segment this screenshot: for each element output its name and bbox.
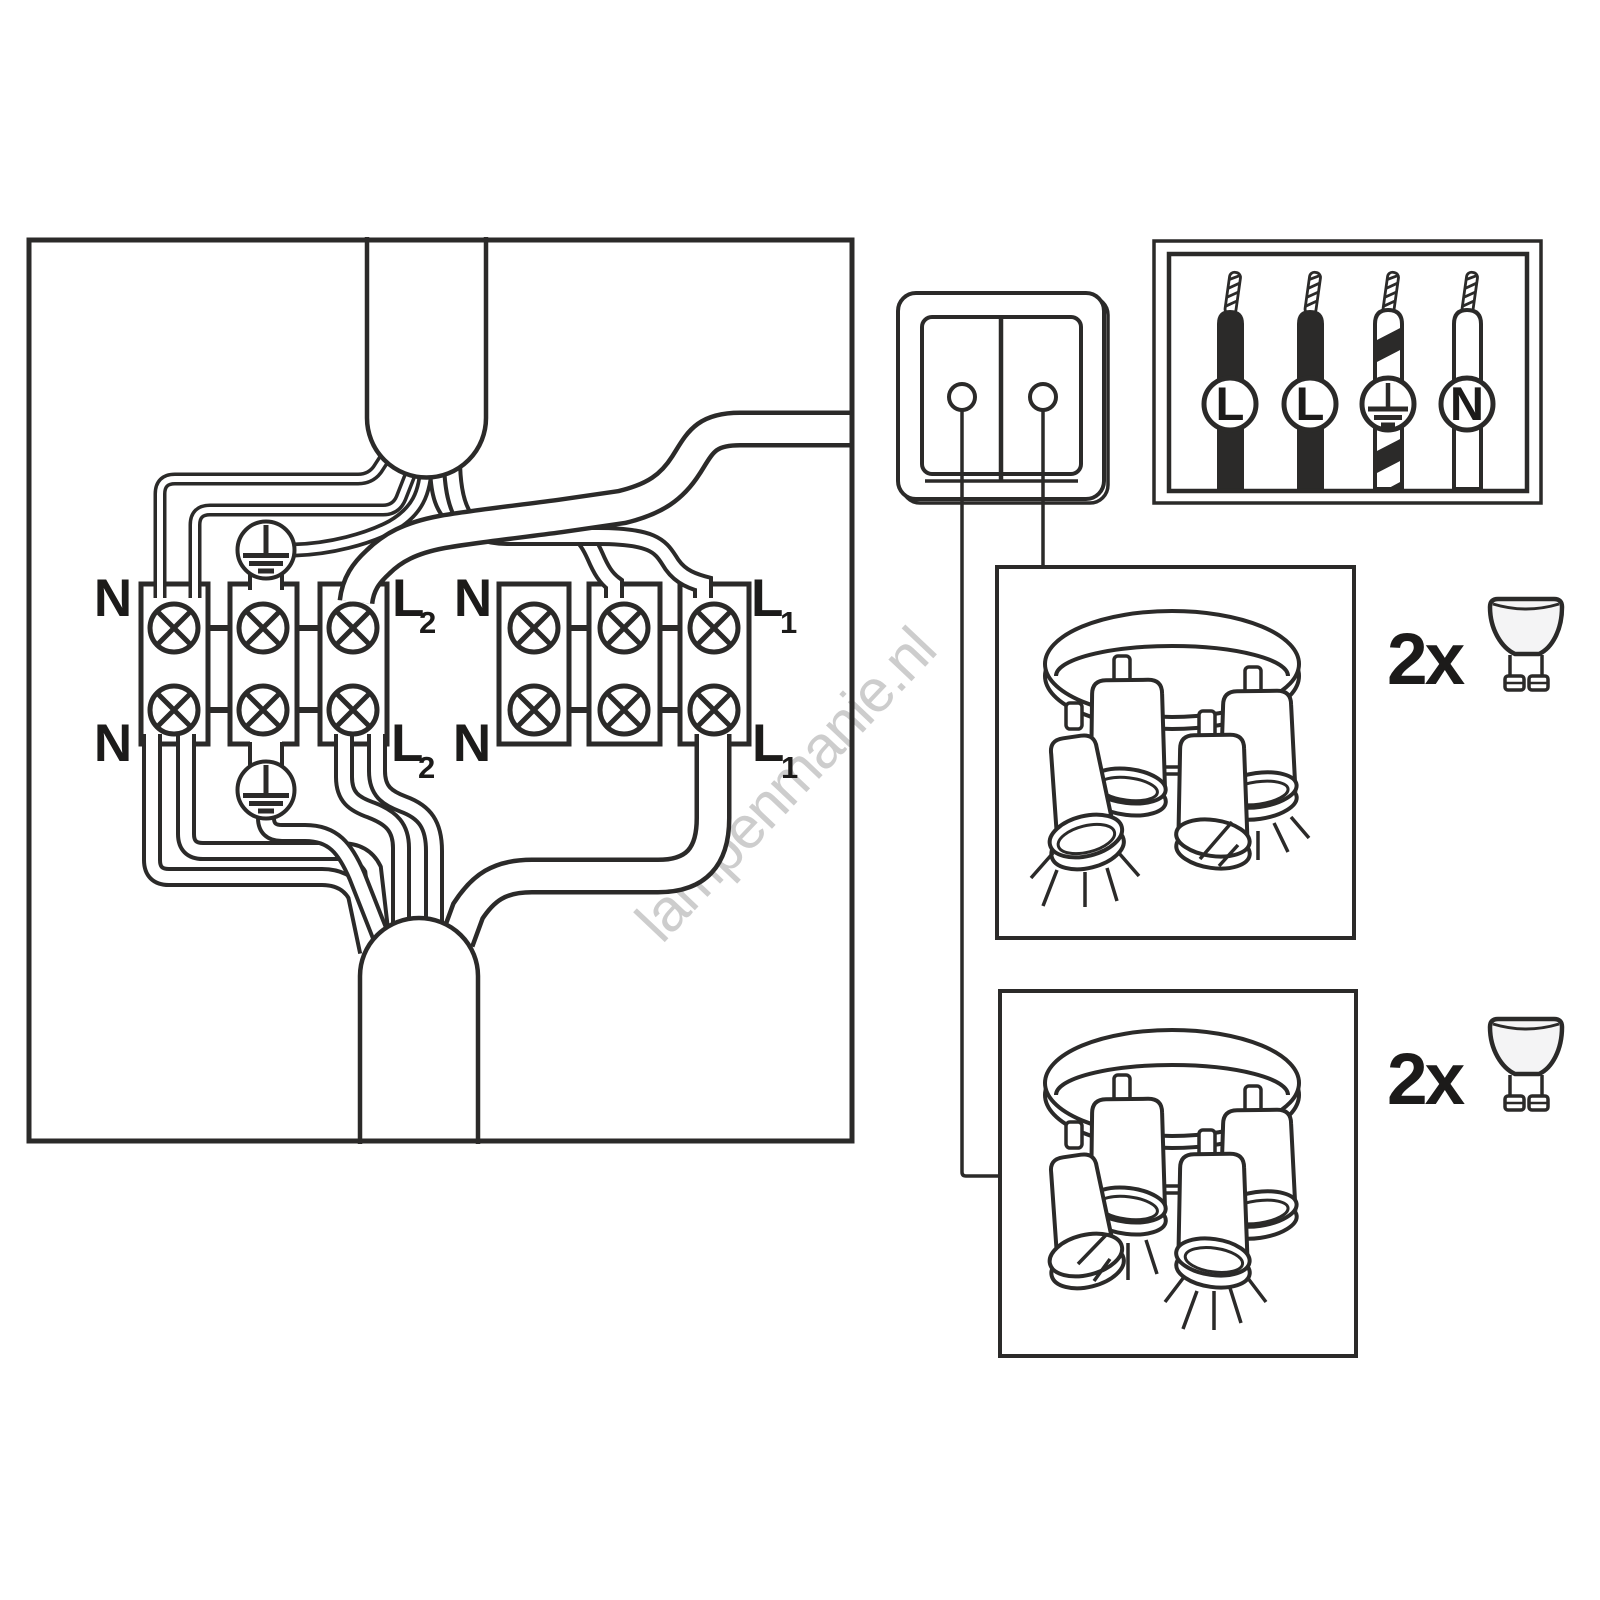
svg-text:2x: 2x: [1387, 1039, 1466, 1120]
svg-text:N: N: [94, 569, 132, 628]
svg-text:N: N: [94, 714, 132, 773]
svg-text:1: 1: [780, 605, 797, 640]
svg-text:N: N: [1450, 377, 1484, 430]
svg-text:L: L: [1216, 377, 1245, 430]
svg-text:L: L: [391, 714, 423, 773]
svg-text:1: 1: [781, 750, 798, 785]
svg-text:L: L: [752, 714, 784, 773]
svg-text:L: L: [1296, 377, 1325, 430]
svg-text:2x: 2x: [1387, 619, 1466, 700]
svg-text:L: L: [751, 569, 783, 628]
svg-text:2: 2: [419, 605, 436, 640]
svg-text:L: L: [392, 569, 424, 628]
svg-text:N: N: [454, 569, 492, 628]
svg-text:2: 2: [418, 750, 435, 785]
svg-text:N: N: [453, 714, 491, 773]
